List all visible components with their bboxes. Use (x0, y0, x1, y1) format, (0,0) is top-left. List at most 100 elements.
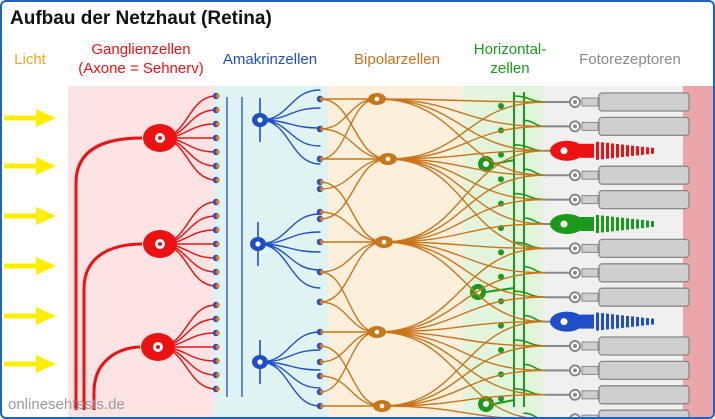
cone-disc (646, 220, 649, 228)
rod-nucleus-core (573, 270, 577, 275)
cone-inner-segment (580, 217, 594, 231)
bipolar-dendrite (376, 331, 546, 396)
cone-disc (606, 313, 609, 330)
ganglion-axon (92, 345, 141, 410)
bipolar-axon (319, 158, 389, 190)
bipolar-axon (319, 345, 383, 407)
cone-disc (626, 218, 629, 230)
label-amacrine: Amakrinzellen (214, 50, 326, 69)
horizontal-synapse (498, 273, 504, 280)
bipolar-dendrite (376, 296, 546, 333)
bipolar-dendrite (376, 98, 546, 128)
cone-disc (606, 142, 609, 159)
bipolar-synapse-contact (319, 403, 324, 409)
cone-disc (631, 218, 634, 230)
cone-nucleus (560, 147, 568, 155)
diagram-title: Aufbau der Netzhaut (Retina) (10, 8, 272, 29)
bipolar-synapse-contact (319, 373, 324, 379)
label-photoreceptors: Fotorezeptoren (565, 50, 695, 69)
horizontal-synapse (498, 395, 504, 402)
rod-outer-segment (598, 92, 690, 112)
bipolar-dendrite (376, 247, 546, 333)
cone-disc (596, 141, 599, 160)
cone-disc (621, 144, 624, 158)
ganglion-cell-network (74, 92, 220, 410)
label-horizontal-line2: zellen (490, 60, 530, 77)
bipolar-cell-nucleus (381, 239, 387, 245)
cone-disc (616, 144, 619, 158)
bipolar-dendrite (376, 331, 546, 347)
bipolar-dendrite (383, 174, 546, 243)
cone-disc (621, 315, 624, 328)
ganglion-synapse-contact (215, 149, 220, 155)
horizontal-cell-stem (493, 159, 515, 165)
ganglion-cell-nucleolus (158, 242, 162, 246)
rod-inner-segment (581, 341, 599, 351)
ganglion-synapse-contact (215, 386, 220, 392)
cone-disc (631, 145, 634, 156)
bipolar-dendrite (376, 98, 546, 103)
bipolar-cell-nucleus (385, 156, 391, 162)
bipolar-layer-band (328, 86, 463, 417)
rod-inner-segment (581, 414, 599, 417)
bipolar-dendrite (376, 98, 546, 176)
light-arrow-head (36, 307, 56, 325)
cone-inner-segment (580, 314, 594, 329)
cone-disc (601, 313, 604, 331)
ganglion-synapse-contact (215, 213, 220, 219)
bipolar-dendrite (383, 198, 546, 243)
cone-disc (641, 219, 644, 229)
rod-outer-segment (598, 385, 690, 405)
rod-inner-segment (581, 195, 599, 205)
bipolar-dendrite (383, 150, 546, 243)
bipolar-dendrite (376, 331, 528, 417)
rod-nucleus-core (573, 197, 577, 202)
rod-outer-segment (598, 238, 690, 259)
label-light: Licht (10, 50, 50, 69)
rod-inner-segment (581, 243, 599, 253)
ganglion-synapse-contact (215, 135, 220, 141)
bipolar-dendrite (381, 394, 546, 407)
label-ganglion-line1: Ganglienzellen (91, 41, 191, 58)
amacrine-cell-nucleus (255, 241, 261, 247)
rod-nucleus-core (573, 246, 577, 251)
ganglion-synapse-contact (215, 372, 220, 378)
label-light-text: Licht (14, 51, 46, 68)
ganglion-synapse-contact (215, 283, 220, 289)
label-horizontal-line1: Horizontal- (473, 41, 547, 58)
bipolar-synapse-contact (319, 216, 324, 222)
horizontal-synapse (498, 151, 504, 158)
ganglion-synapse-contact (215, 255, 220, 261)
rod-inner-segment (581, 97, 599, 107)
cone-disc (641, 146, 644, 155)
label-ganglion-line2: (Axone = Sehnerv) (78, 60, 204, 77)
cone-disc (626, 145, 629, 157)
rod-outer-segment (598, 360, 690, 381)
cone-disc (651, 318, 654, 325)
cone-disc (601, 215, 604, 233)
cone-disc (606, 216, 609, 232)
rod-inner-segment (581, 268, 599, 278)
ganglion-synapse-contact (215, 163, 220, 169)
photoreceptor-row (545, 92, 690, 417)
bipolar-synapse-contact (319, 239, 324, 245)
ganglion-synapse-contact (215, 241, 220, 247)
bipolar-axon (319, 181, 385, 243)
bipolar-dendrite (383, 241, 546, 250)
bipolar-synapse-contact (319, 179, 324, 185)
bipolar-dendrite (387, 158, 546, 225)
rod-inner-segment (581, 365, 599, 375)
cone-disc (611, 143, 614, 159)
horizontal-synapse (498, 176, 504, 183)
bipolar-synapse-contact (319, 186, 324, 192)
bipolar-dendrite (383, 241, 546, 274)
cone-disc (646, 147, 649, 155)
horizontal-synapse (498, 103, 504, 109)
bipolar-cell-network (316, 93, 546, 417)
light-arrow-head (36, 157, 56, 175)
rod-nucleus-core (573, 368, 577, 373)
horizontal-cell-nucleus (483, 161, 489, 167)
rod-outer-segment (598, 165, 690, 185)
